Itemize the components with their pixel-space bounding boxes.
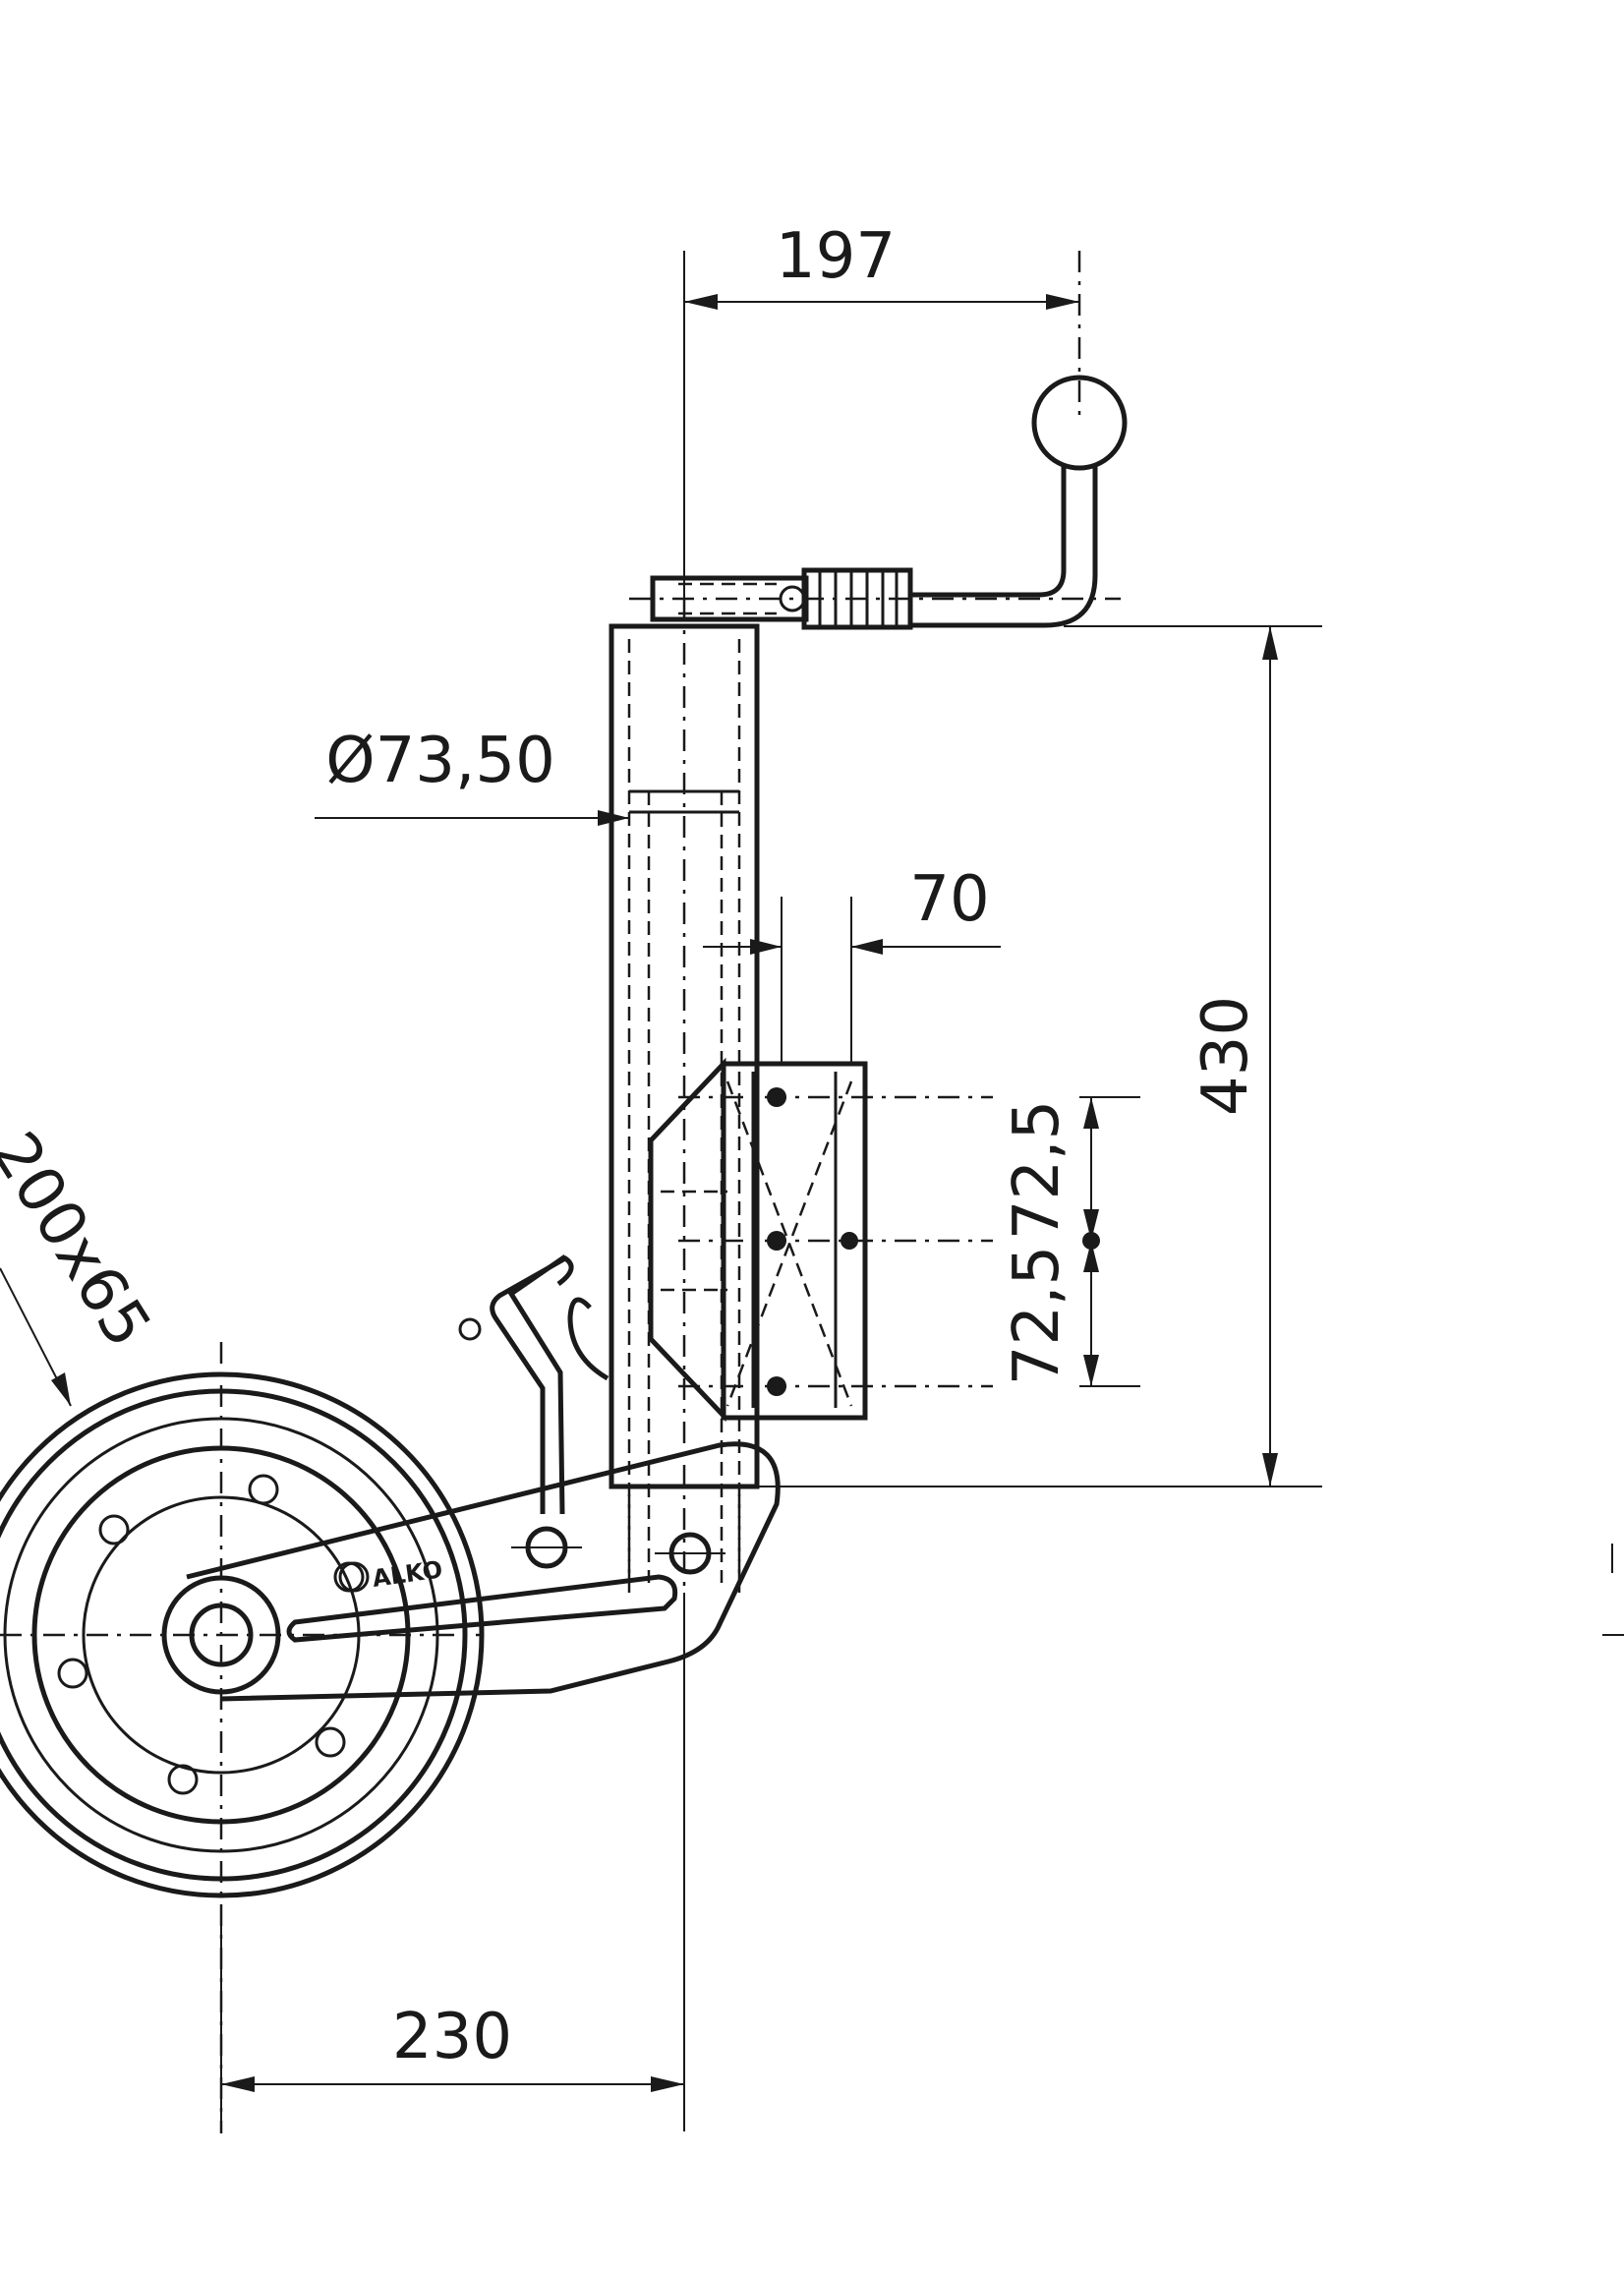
dimension-handle-reach: 197 — [683, 220, 1081, 610]
dimension-label-197: 197 — [776, 220, 896, 293]
release-lever — [458, 1254, 725, 1575]
dimension-label-wheel-size: 200x65 — [0, 1120, 164, 1360]
dimension-hole-spacing: 72,5 72,5 — [1001, 1096, 1140, 1387]
crank-handle — [629, 375, 1128, 630]
wheel — [0, 1342, 485, 2133]
dimension-clamp-width: 70 — [703, 863, 1001, 1062]
dimension-tube-diameter: Ø73,50 — [315, 725, 629, 826]
dimension-label-430: 430 — [1189, 996, 1262, 1116]
clamp-bracket — [648, 1057, 993, 1423]
dimension-label-70: 70 — [909, 863, 989, 936]
dimension-total-height: 430 — [757, 625, 1322, 1487]
adjacent-view-fragment — [1602, 1544, 1624, 1636]
main-tube — [609, 600, 760, 1593]
dimension-label-72-5-lower: 72,5 — [1001, 1246, 1073, 1386]
dimension-wheel-size: 200x65 — [0, 1120, 164, 1407]
dimension-wheel-offset: 230 — [220, 1593, 685, 2131]
dimension-label-72-5-upper: 72,5 — [1001, 1100, 1073, 1241]
dimension-label-diameter: Ø73,50 — [325, 725, 555, 797]
dimension-label-230: 230 — [392, 2001, 512, 2073]
